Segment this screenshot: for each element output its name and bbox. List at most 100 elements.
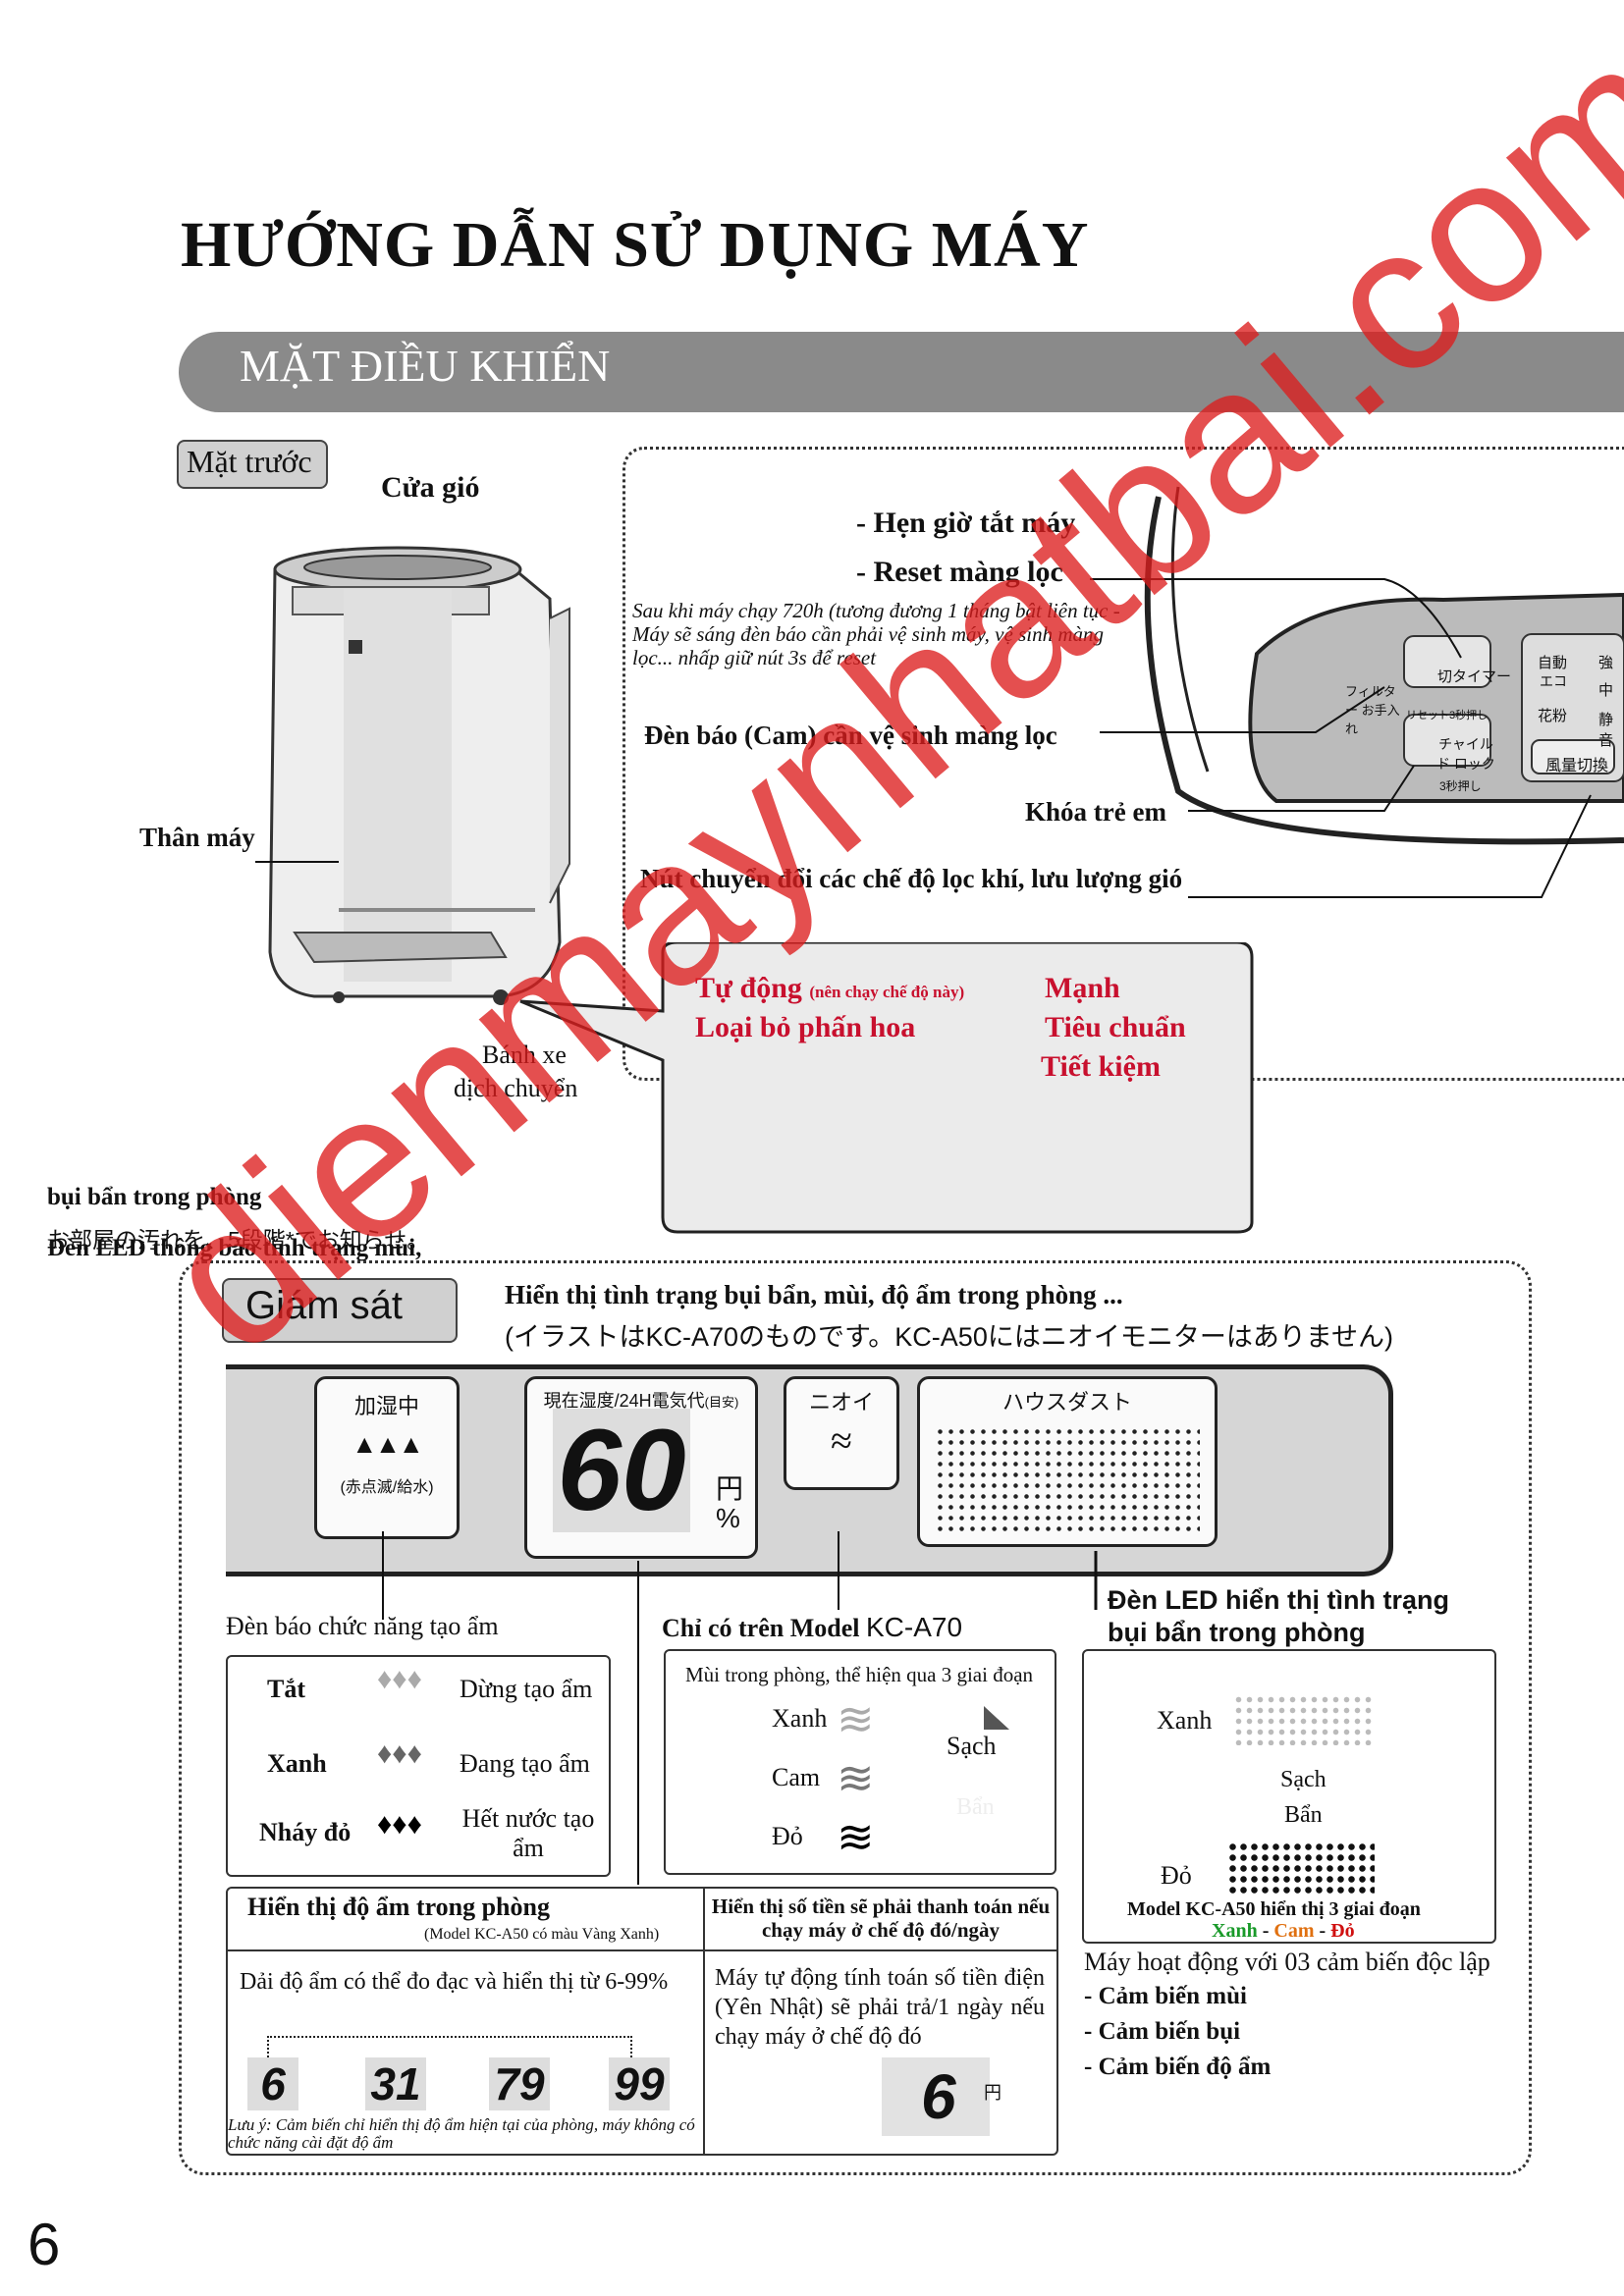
droplets-icon: ▲▲▲ (352, 1430, 423, 1459)
odor-table (664, 1649, 1056, 1875)
fan-strong-label: 強 (1598, 655, 1614, 671)
monitor-desc-jp: (イラストはKC-A70のものです。KC-A50にはニオイモニターはありません) (505, 1322, 1394, 1352)
fan-quiet-label: 静音 (1598, 712, 1614, 749)
monitor-section (179, 1260, 1532, 2175)
humidity-display-model-note: (Model KC-A50 có màu Vàng Xanh) (424, 1926, 660, 1943)
mode-standard: Tiêu chuẩn (1045, 1011, 1186, 1043)
humid-indicator-title: Đèn báo chức năng tạo ẩm (226, 1612, 499, 1640)
odor-model: KC-A70 (865, 1612, 963, 1642)
lcd-box: 現在湿度/24H電気代(目安) 60 円 % (524, 1376, 758, 1559)
purifier-illustration (255, 546, 570, 1005)
dust-model-note: Model KC-A50 hiển thị 3 giai đoạn (1127, 1898, 1421, 1920)
overlap-line1: bụi bẩn trong phòng (47, 1184, 262, 1210)
odor-level: Đỏ (772, 1822, 803, 1850)
odor-waves-orange-icon: ≋ (837, 1753, 875, 1803)
humid-row-desc: Hết nước tạo ẩm (461, 1804, 595, 1862)
child-lock-3s-label: 3秒押し (1439, 779, 1482, 793)
front-tag: Mặt trước (177, 440, 328, 489)
btn-timer-label[interactable]: 切タイマー (1437, 668, 1512, 685)
lcd-label: 現在湿度/24H電気代(目安) (527, 1387, 755, 1413)
humidity-value: 79 (489, 2057, 550, 2110)
odor-clean-label: Sạch (947, 1732, 997, 1760)
humid-row-state: Tắt (267, 1675, 305, 1703)
cost-desc: Máy tự động tính toán số tiền điện (Yên … (715, 1965, 1045, 2050)
dust-green-label: Xanh (1157, 1706, 1213, 1735)
sensors-title: Máy hoạt động với 03 cảm biến độc lập (1084, 1948, 1490, 1976)
dust-green-dots-icon (1233, 1694, 1375, 1745)
humid-indicator-table (226, 1655, 611, 1877)
mode-bubble (519, 942, 1254, 1234)
droplets-off-icon: ♦♦♦ (377, 1663, 422, 1695)
humid-indicator-sub: (赤点滅/給水) (340, 1479, 434, 1496)
odor-level: Cam (772, 1763, 821, 1791)
mode-auto-note: (nên chạy chế độ này) (809, 983, 965, 1001)
odor-subtitle: Mùi trong phòng, thể hiện qua 3 giai đoạ… (685, 1663, 1034, 1686)
monitor-leader-lines (382, 1531, 1098, 1885)
humidity-range: Dải độ ẩm có thể đo đạc và hiển thị từ 6… (240, 1969, 669, 1995)
odor-dirty-label: Bẩn (956, 1794, 995, 1820)
overlap-line2-jp: お部屋の汚れを、5段階*でお知らせ。 (47, 1227, 430, 1253)
odor-waves-green-icon: ≋ (837, 1694, 875, 1744)
dust-title: Đèn LED hiển thị tình trạng bụi bẩn tron… (1108, 1584, 1449, 1649)
monitor-tag: Giám sát (222, 1278, 458, 1343)
mode-auto: Tự động (nên chạy chế độ này) (695, 972, 964, 1005)
odor-waves-red-icon: ≋ (837, 1812, 875, 1862)
humid-indicator-label: 加湿中 (353, 1394, 419, 1418)
dust-title-line2: bụi bẩn trong phòng (1108, 1618, 1366, 1647)
droplets-red-icon: ♦♦♦ (377, 1808, 422, 1841)
mode-pollen-label: 花粉 (1538, 708, 1568, 724)
reset-3s-label: リセット3秒押し (1406, 710, 1489, 721)
lcd-value: 60 (553, 1409, 690, 1532)
monitor-desc-vn: Hiển thị tình trạng bụi bẩn, mùi, độ ẩm … (505, 1280, 1123, 1309)
btn-fan-switch-label[interactable]: 風量切換 (1545, 758, 1609, 774)
sensor-item: - Cảm biến độ ẩm (1084, 2054, 1272, 2080)
odor-label: ニオイ (808, 1390, 874, 1415)
sensor-item: - Cảm biến mùi (1084, 1983, 1247, 2009)
humid-row-desc: Dừng tạo ẩm (460, 1675, 593, 1703)
mode-pollen: Loại bỏ phấn hoa (695, 1011, 916, 1043)
cost-lcd: 6 円 (882, 2057, 1001, 2136)
front-tag-label: Mặt trước (187, 444, 312, 479)
dust-red-dots-icon (1227, 1842, 1375, 1896)
monitor-tag-label: Giám sát (245, 1284, 404, 1327)
odor-waves-icon: ≈ (831, 1418, 852, 1463)
lcd-label-sub: (目安) (704, 1395, 739, 1410)
cost-value: 6 (921, 2061, 956, 2132)
cost-yen: 円 (984, 2083, 1001, 2103)
dust-title-line1: Đèn LED hiển thị tình trạng (1108, 1585, 1449, 1615)
dust-dots-icon (935, 1426, 1200, 1536)
btn-child-lock-label[interactable]: チャイルド ロック (1436, 736, 1495, 772)
dust-color-sep: - (1257, 1920, 1274, 1942)
mode-eco-label: エコ (1540, 673, 1567, 689)
odor-scale-triangle-icon (984, 1706, 1009, 1730)
cost-display-title: Hiển thị số tiền sẽ phải thanh toán nếu … (711, 1895, 1051, 1942)
odor-title: Chỉ có trên Model KC-A70 (662, 1612, 962, 1643)
wheel-label: Bánh xe (475, 1041, 573, 1070)
lcd-pct: % (716, 1503, 740, 1533)
mode-eco: Tiết kiệm (1041, 1050, 1161, 1083)
humid-row-desc: Đang tạo ẩm (460, 1749, 590, 1778)
dust-colors: Xanh - Cam - Đỏ (1212, 1920, 1355, 1943)
dust-dirty-label: Bẩn (1284, 1802, 1323, 1828)
dust-box: ハウスダスト (917, 1376, 1218, 1547)
page-title: HƯỚNG DẪN SỬ DỤNG MÁY (181, 209, 1090, 281)
humidity-value: 99 (609, 2057, 670, 2110)
child-lock-label: Khóa trẻ em (1025, 797, 1166, 827)
filter-led-label: Đèn báo (Cam) cần vệ sinh màng lọc (644, 721, 1057, 750)
mode-switch-label: Nút chuyển đổi các chế độ lọc khí, lưu l… (640, 864, 1183, 893)
odor-level: Xanh (772, 1704, 828, 1733)
control-panel-illustration (1144, 486, 1624, 845)
wheel-label-line1: Bánh xe (482, 1041, 567, 1069)
timer-off-label: - Hẹn giờ tắt máy (856, 507, 1076, 539)
dust-clean-label: Sạch (1280, 1767, 1326, 1792)
mode-auto-text: Tự động (695, 972, 802, 1004)
humidity-display-title: Hiển thị độ ẩm trong phòng (247, 1893, 550, 1921)
odor-box: ニオイ ≈ (784, 1376, 899, 1490)
callout-leader-lines (1090, 578, 1592, 898)
sensor-item: - Cảm biến bụi (1084, 2018, 1241, 2045)
humidity-value: 6 (247, 2057, 298, 2110)
dust-color-green: Xanh (1212, 1920, 1258, 1942)
overlap-line3: Đèn LED thông báo tình trạng mùi, (47, 1235, 422, 1261)
droplets-green-icon: ♦♦♦ (377, 1737, 422, 1770)
dust-color-orange: Cam (1273, 1920, 1315, 1942)
